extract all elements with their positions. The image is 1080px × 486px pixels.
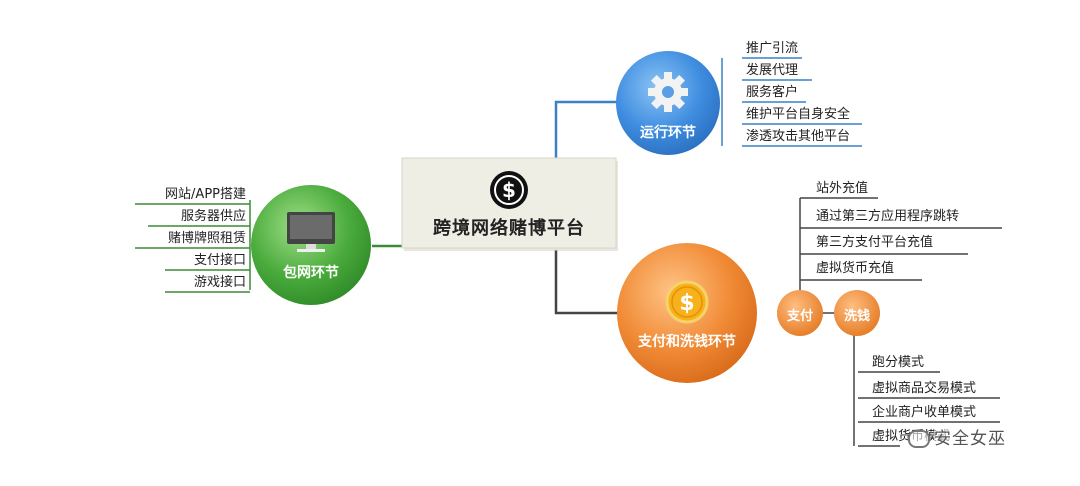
run-item: 发展代理 <box>746 63 799 78</box>
monitor-icon <box>287 212 335 252</box>
net-item: 游戏接口 <box>193 275 246 290</box>
net-label: 包网环节 <box>283 265 339 281</box>
launder-item-lines <box>853 330 1000 447</box>
run-item-lines <box>721 57 862 147</box>
launder-item: 虚拟商品交易模式 <box>872 381 977 396</box>
run-item: 渗透攻击其他平台 <box>746 129 851 144</box>
gear-icon <box>648 72 688 112</box>
run-label: 运行环节 <box>640 125 696 141</box>
pay-item: 站外充值 <box>816 181 869 196</box>
center-title: 跨境网络赌博平台 <box>433 218 585 239</box>
pay-item: 虚拟货币充值 <box>816 261 895 276</box>
net-item: 支付接口 <box>193 253 246 268</box>
watermark-icon <box>908 430 930 448</box>
pay-item: 通过第三方应用程序跳转 <box>816 209 960 224</box>
svg-text:$: $ <box>679 291 694 316</box>
run-item: 推广引流 <box>746 41 799 56</box>
coin-icon: $ <box>665 280 709 324</box>
svg-text:$: $ <box>502 178 516 202</box>
zhifu-label: 支付 <box>786 309 813 324</box>
pay-label: 支付和洗钱环节 <box>638 334 736 350</box>
connector-pay <box>554 250 622 315</box>
xiqian-bubble <box>834 290 880 336</box>
run-item: 服务客户 <box>746 85 799 100</box>
watermark: 安全女巫 <box>908 424 1006 449</box>
run-item: 维护平台自身安全 <box>746 107 851 122</box>
net-item: 服务器供应 <box>180 209 246 224</box>
watermark-text: 安全女巫 <box>934 429 1006 449</box>
net-item: 网站/APP搭建 <box>165 187 246 202</box>
zhifu-bubble <box>777 290 823 336</box>
pay-item: 第三方支付平台充值 <box>816 235 934 250</box>
launder-item: 企业商户收单模式 <box>872 405 977 420</box>
net-item: 赌博牌照租赁 <box>167 231 246 246</box>
net-item-lines <box>135 200 251 293</box>
dollar-icon: $ <box>490 171 528 209</box>
launder-item: 跑分模式 <box>872 355 925 370</box>
connector-run <box>554 100 622 158</box>
xiqian-label: 洗钱 <box>843 309 870 324</box>
